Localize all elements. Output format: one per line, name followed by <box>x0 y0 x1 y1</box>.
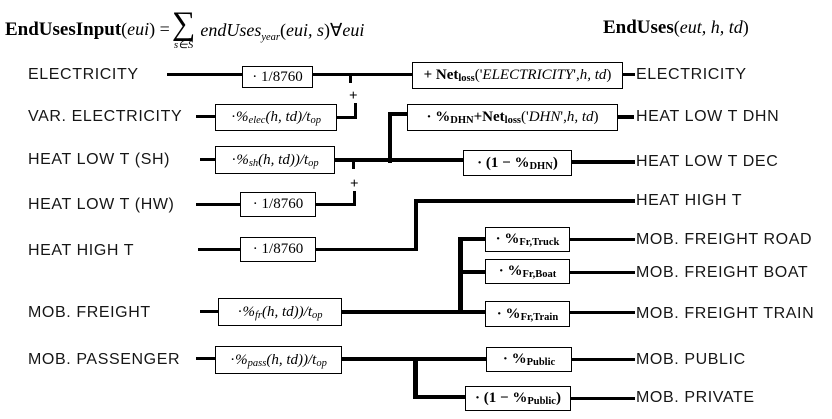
sigma-glyph: ∑ <box>171 6 196 42</box>
public-share-box: · %Public <box>486 347 572 372</box>
input-label-electricity: ELECTRICITY <box>28 66 139 83</box>
output-label-mob-public: MOB. PUBLIC <box>636 351 746 368</box>
connector-freight-in <box>200 310 218 313</box>
connector-freight-road-out <box>570 238 635 241</box>
connector-mob-private-out <box>571 397 635 400</box>
equation-right-body: EndUses(eut, h, td) <box>603 17 749 38</box>
private-share-box: · (1 − %Public) <box>465 386 571 411</box>
connector-heat-high-mid <box>316 248 416 251</box>
input-label-mob-passenger: MOB. PASSENGER <box>28 351 181 368</box>
connector-freight-train-out <box>570 311 635 314</box>
connector-electricity-mid <box>313 73 412 76</box>
connector-heat-hw-in <box>196 203 240 206</box>
connector-heat-hw-elbow-h <box>316 203 356 206</box>
connector-private-branch <box>418 395 465 399</box>
connector-heat-low-t-dhn-out <box>618 115 634 119</box>
freight-train-share-box: · %Fr,Train <box>485 301 570 327</box>
connector-dhn-branch-h <box>392 112 407 116</box>
connector-freight-branch-v <box>458 237 463 314</box>
connector-var-electricity-elbow-h <box>337 116 357 119</box>
output-label-heat-low-t-dec: HEAT LOW T DEC <box>636 153 779 170</box>
junction-tick-electricity <box>349 76 352 83</box>
output-label-electricity: ELECTRICITY <box>636 66 747 83</box>
equation-lhs: EndUsesInput(eui) = <box>5 19 170 40</box>
input-label-heat-low-t-sh: HEAT LOW T (SH) <box>28 151 171 168</box>
connector-freight-boat-branch <box>463 270 485 274</box>
connector-heat-low-t-dec-out <box>572 160 635 164</box>
equation-end-uses: EndUses(eut, h, td) <box>603 17 749 39</box>
freight-truck-share-box: · %Fr,Truck <box>485 227 570 252</box>
input-label-var-electricity: VAR. ELECTRICITY <box>28 108 183 125</box>
connector-heat-hw-elbow-v <box>353 191 356 205</box>
factor-box-heat-high: · 1/8760 <box>240 237 316 262</box>
connector-var-electricity-elbow-v <box>354 103 357 118</box>
connector-var-electricity-in <box>196 115 215 118</box>
summation-symbol: ∑ s∈S <box>171 6 196 51</box>
connector-heat-high-riser <box>414 199 418 251</box>
connector-heat-high-in <box>198 248 240 251</box>
output-label-mob-freight-boat: MOB. FREIGHT BOAT <box>636 264 809 281</box>
connector-passenger-branch-v <box>413 357 418 399</box>
dec-share-box: · (1 − %DHN) <box>463 150 572 176</box>
sigma-subscript: s∈S <box>173 39 194 51</box>
factor-box-electricity: · 1/8760 <box>242 66 313 88</box>
output-label-heat-low-t-dhn: HEAT LOW T DHN <box>636 108 780 125</box>
equation-rhs: endUsesyear(eui, s)∀eui <box>200 19 365 43</box>
connector-heat-sh-trunk <box>335 158 463 162</box>
connector-passenger-in <box>196 357 215 360</box>
connector-freight-road-branch <box>463 237 485 241</box>
factor-box-heat-hw: · 1/8760 <box>240 192 316 217</box>
input-label-heat-high-t: HEAT HIGH T <box>28 242 135 259</box>
connector-electricity-out <box>623 73 635 76</box>
equation-end-uses-input: EndUsesInput(eui) = ∑ s∈S endUsesyear(eu… <box>5 8 364 52</box>
connector-dhn-branch-v <box>388 112 392 163</box>
input-label-mob-freight: MOB. FREIGHT <box>28 304 151 321</box>
connector-electricity-in <box>167 73 242 76</box>
connector-freight-boat-out <box>570 271 635 274</box>
output-label-mob-private: MOB. PRIVATE <box>636 389 755 406</box>
junction-tick-heat <box>352 162 355 169</box>
plus-sign-heat-sum: + <box>350 176 359 192</box>
output-label-heat-high-t: HEAT HIGH T <box>636 192 743 209</box>
output-label-mob-freight-train: MOB. FREIGHT TRAIN <box>636 305 815 322</box>
input-label-heat-low-t-hw: HEAT LOW T (HW) <box>28 196 175 213</box>
plus-sign-electricity-sum: + <box>349 88 358 104</box>
connector-freight-trunk <box>342 310 460 314</box>
connector-heat-sh-in <box>200 158 215 161</box>
connector-freight-train-branch <box>463 310 485 314</box>
connector-heat-high-out <box>414 199 635 203</box>
connector-mob-public-out <box>572 358 635 361</box>
freight-boat-share-box: · %Fr,Boat <box>485 259 570 284</box>
output-label-mob-freight-road: MOB. FREIGHT ROAD <box>636 231 813 248</box>
